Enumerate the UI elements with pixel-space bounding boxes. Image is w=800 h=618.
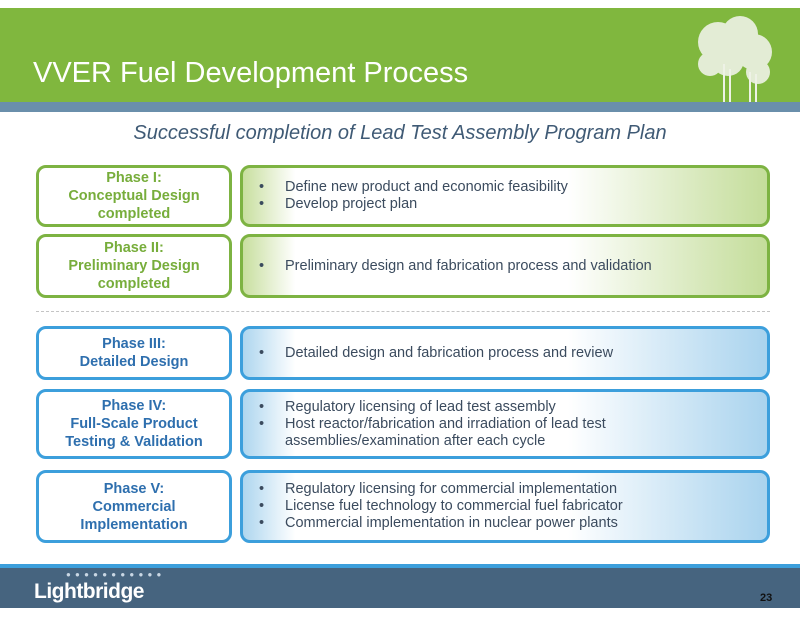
- item-text: Regulatory licensing of lead test assemb…: [285, 398, 556, 415]
- header-band: [0, 8, 800, 102]
- phase-2-details: •Preliminary design and fabrication proc…: [240, 234, 770, 298]
- phase-2-label: Phase II: Preliminary Design completed: [36, 234, 232, 298]
- page-number: 23: [760, 592, 773, 604]
- list-item: •Detailed design and fabrication process…: [259, 344, 614, 361]
- item-text: Regulatory licensing for commercial impl…: [285, 481, 618, 497]
- item-text: Preliminary design and fabrication proce…: [285, 257, 652, 274]
- list-item: •Regulatory licensing of lead test assem…: [259, 398, 556, 415]
- list-item: •License fuel technology to commercial f…: [259, 498, 623, 514]
- item-text: Detailed design and fabrication process …: [285, 344, 614, 361]
- footer-accent: [0, 564, 800, 568]
- phase-line: Conceptual Design: [68, 188, 200, 204]
- trees-icon: [698, 16, 772, 102]
- phase-line: Testing & Validation: [65, 434, 203, 450]
- phase-line: Full-Scale Product: [70, 416, 198, 432]
- item-text: License fuel technology to commercial fu…: [285, 498, 623, 514]
- header-strip: [0, 102, 800, 112]
- phase-3-details: •Detailed design and fabrication process…: [240, 326, 770, 380]
- item-text: Commercial implementation in nuclear pow…: [285, 515, 618, 531]
- phase-title: Phase I:: [106, 170, 162, 186]
- slide-subtitle: Successful completion of Lead Test Assem…: [133, 122, 667, 144]
- list-item: •Define new product and economic feasibi…: [259, 179, 568, 195]
- logo-dots-icon: ● ● ● ● ● ● ● ● ● ● ●: [66, 570, 163, 579]
- item-text: Host reactor/fabrication and irradiation…: [285, 415, 606, 449]
- phase-3-label: Phase III: Detailed Design: [36, 326, 232, 380]
- list-item: •Commercial implementation in nuclear po…: [259, 515, 618, 531]
- list-item: •Develop project plan: [259, 196, 418, 212]
- phase-line: Implementation: [80, 516, 188, 533]
- phase-title: Phase IV:: [101, 398, 167, 414]
- item-text: Define new product and economic feasibil…: [285, 179, 568, 195]
- phase-line: completed: [97, 276, 171, 292]
- divider: [36, 311, 770, 312]
- phase-line: completed: [97, 206, 171, 222]
- phase-title: Phase V:: [103, 480, 165, 497]
- phase-1-details: •Define new product and economic feasibi…: [240, 165, 770, 227]
- list-item: •Preliminary design and fabrication proc…: [259, 257, 652, 274]
- list-item: •Host reactor/fabrication and irradiatio…: [259, 416, 767, 450]
- item-text: Develop project plan: [285, 196, 418, 212]
- phase-title: Phase III:: [102, 336, 166, 352]
- phase-line: Commercial: [92, 498, 176, 515]
- phase-1-label: Phase I: Conceptual Design completed: [36, 165, 232, 227]
- phase-4-details: •Regulatory licensing of lead test assem…: [240, 389, 770, 459]
- footer-band: [0, 568, 800, 608]
- phase-line: Detailed Design: [79, 354, 189, 370]
- phase-5-details: •Regulatory licensing for commercial imp…: [240, 470, 770, 543]
- list-item: •Regulatory licensing for commercial imp…: [259, 481, 618, 497]
- lightbridge-logo: Lightbridge: [34, 580, 144, 603]
- slide-title: VVER Fuel Development Process: [33, 57, 469, 89]
- phase-title: Phase II:: [104, 240, 164, 256]
- phase-line: Preliminary Design: [68, 258, 200, 274]
